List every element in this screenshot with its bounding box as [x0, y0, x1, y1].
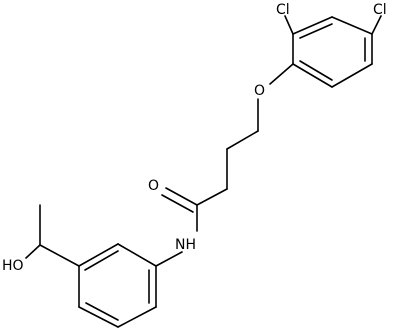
atom-carbonyl-oxygen: O: [148, 178, 159, 194]
bond-choh-oh: [25, 244, 41, 259]
bond-ring1-c2-c3: [292, 16, 333, 35]
bond-ring2-choh: [39, 244, 80, 267]
bond-ring2-double-a: [84, 250, 119, 271]
atom-cl-right: Cl: [373, 2, 387, 18]
bond-carbonyl-2: [161, 194, 194, 213]
bond-c1-ether-o: [269, 63, 294, 85]
atom-hydroxyl: HO: [2, 258, 24, 274]
bond-c4-cl-right: [371, 15, 382, 35]
bond-chain-3: [196, 188, 228, 206]
bond-ring1-double-c: [299, 60, 333, 81]
bond-ring1-c6-c1: [292, 63, 333, 88]
bond-carbonyl-1: [165, 187, 198, 206]
bond-ring2-c2-c3: [78, 243, 119, 267]
bond-ring2-double-b: [85, 302, 119, 321]
atom-labels: Cl Cl O O NH HO: [2, 2, 387, 274]
bond-ring2-c4-c5: [78, 306, 119, 328]
atom-amide-nitrogen: NH: [175, 237, 196, 253]
bond-chain-1: [226, 130, 259, 150]
atom-cl-top: Cl: [276, 2, 290, 18]
atom-ether-oxygen: O: [254, 83, 265, 99]
bond-ring1-double-a: [299, 23, 333, 39]
bond-n-ring2: [155, 251, 183, 267]
bond-ring2-c1-c2: [117, 243, 157, 267]
bond-ring1-c5-c6: [331, 63, 373, 88]
bond-ring2-c5-c6: [117, 306, 157, 328]
bond-ring1-c3-c4: [331, 16, 373, 35]
bond-c2-cl-top: [284, 15, 294, 35]
bonds: [25, 15, 382, 328]
